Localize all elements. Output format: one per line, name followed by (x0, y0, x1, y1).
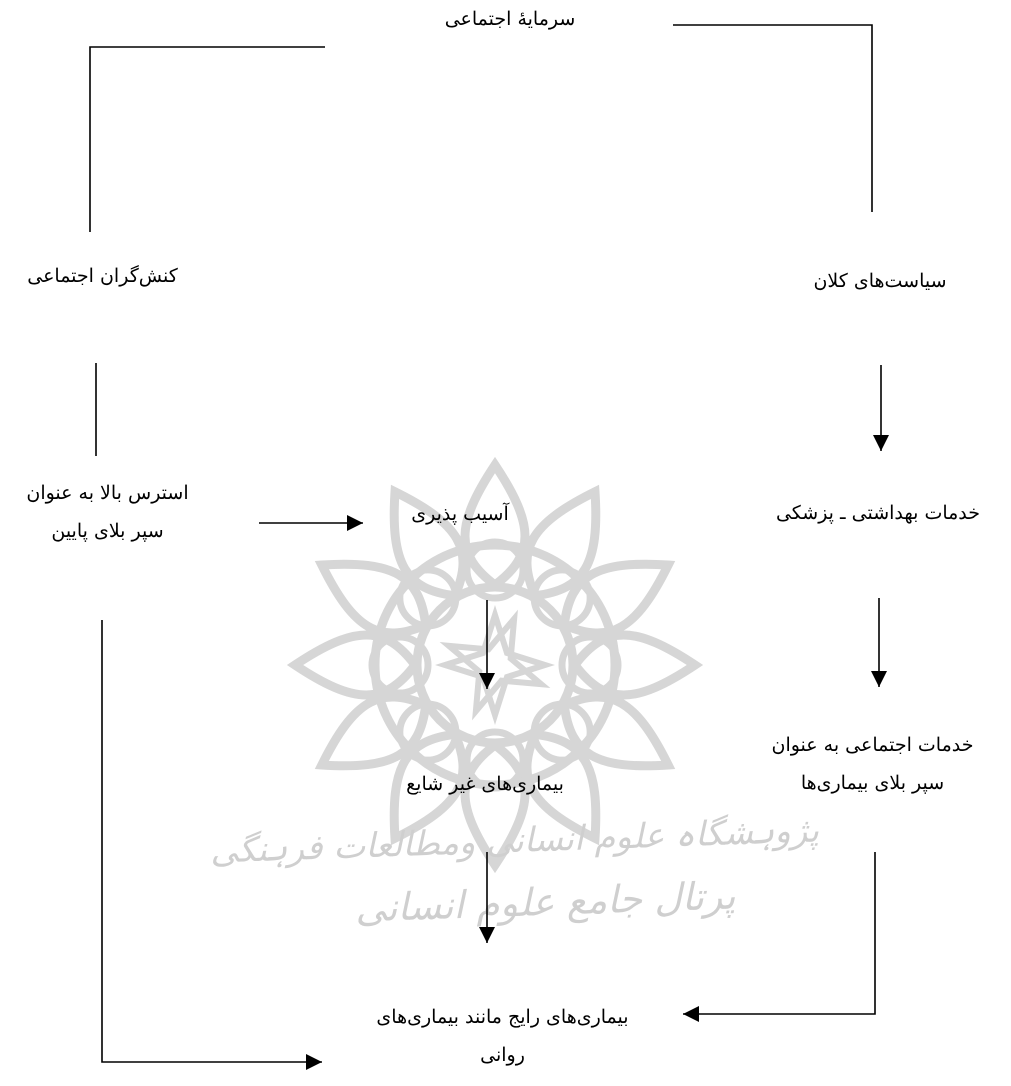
node-social-services-line2: سپر بلای بیماری‌ها (800, 772, 945, 794)
node-uncommon-diseases-label: بیماری‌های غیر شایع (406, 773, 564, 795)
node-vulnerability: آسیب پذیری (385, 495, 535, 533)
node-high-stress: استرس بالا به عنوان سپر بلای پایین (0, 474, 215, 550)
node-health-services-label: خدمات بهداشتی ـ پزشکی (775, 502, 981, 524)
node-social-actors-label: کنش‌گران اجتماعی (27, 265, 178, 287)
node-high-stress-line2: سپر بلای پایین (51, 520, 164, 542)
node-macro-policies-label: سیاست‌های کلان (813, 270, 947, 292)
arrow-social-to-common (683, 852, 876, 1022)
node-social-capital: سرمایۀ اجتماعی (405, 0, 615, 38)
node-social-actors: کنش‌گران اجتماعی (0, 257, 205, 295)
arrow-stress-to-common (101, 620, 322, 1070)
node-uncommon-diseases: بیماری‌های غیر شایع (385, 765, 585, 803)
node-social-services: خدمات اجتماعی به عنوان سپر بلای بیماری‌ه… (740, 726, 1005, 802)
node-health-services: خدمات بهداشتی ـ پزشکی (745, 494, 1011, 532)
node-social-capital-label: سرمایۀ اجتماعی (444, 8, 576, 30)
node-social-services-line1: خدمات اجتماعی به عنوان (771, 734, 974, 756)
node-common-diseases: بیماری‌های رایج مانند بیماری‌های روانی (320, 998, 685, 1074)
node-common-diseases-line2: روانی (480, 1044, 525, 1066)
node-macro-policies: سیاست‌های کلان (770, 262, 990, 300)
connector-capital-to-actors (89, 46, 325, 232)
node-vulnerability-label: آسیب پذیری (411, 503, 509, 525)
node-common-diseases-line1: بیماری‌های رایج مانند بیماری‌های (376, 1006, 629, 1028)
connector-capital-to-policies (673, 24, 873, 212)
node-high-stress-line1: استرس بالا به عنوان (26, 482, 189, 504)
